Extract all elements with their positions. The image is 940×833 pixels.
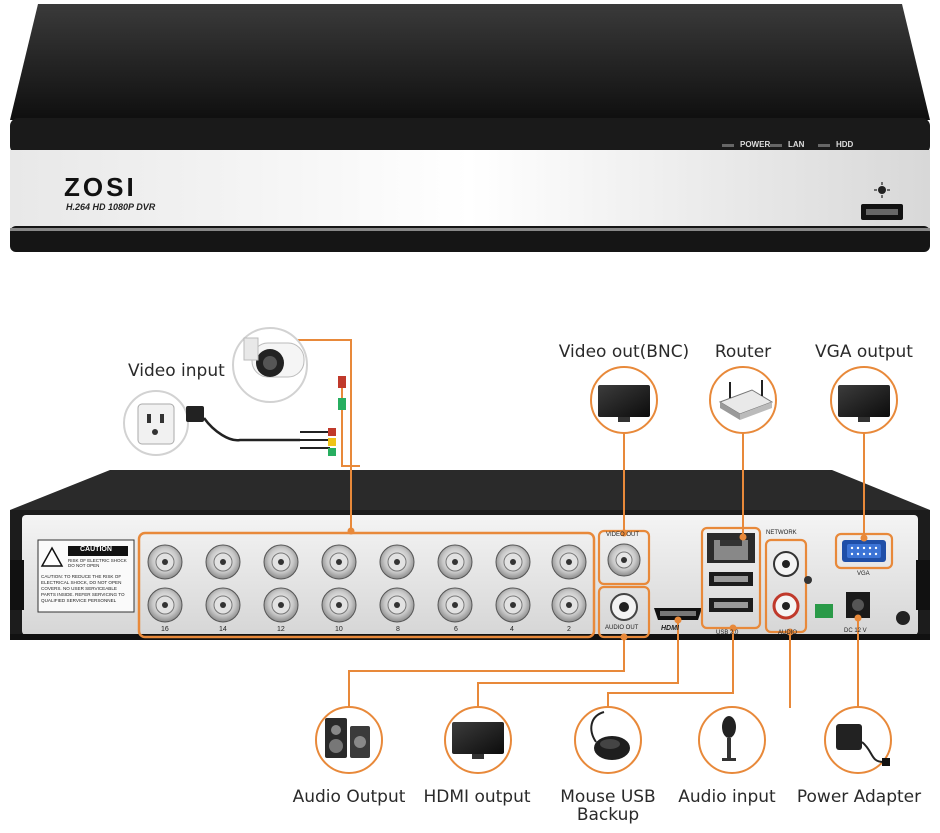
label-audio-output: Audio Output [292,787,406,807]
dc-port-label: DC 12 V [844,628,867,634]
channel-num-14: 14 [219,626,227,633]
usb-port-label: USB 2.0 [716,630,739,636]
bnc-video-input-port [551,544,587,580]
bnc-video-input-port [437,544,473,580]
channel-num-4: 4 [510,626,514,633]
bottom-callout-icons [315,706,892,774]
top-callout-icons [590,366,898,434]
label-power-adapter: Power Adapter [796,787,922,807]
label-vga-output: VGA output [815,342,913,362]
video-input-assembly [123,327,346,456]
bnc-video-input-port [263,544,299,580]
bnc-video-input-port [379,587,415,623]
bnc-video-input-port [147,544,183,580]
brand-logo: ZOSI [64,172,137,202]
bnc-video-input-port [147,587,183,623]
dvr-front-view [10,4,930,252]
audio-out-port-label: AUDIO OUT [605,625,639,631]
label-hdmi-output: HDMI output [423,787,531,807]
led-label-lan: LAN [788,140,805,149]
dvr-rear-view [10,470,930,640]
bnc-video-input-port [321,544,357,580]
caution-title: CAUTION [80,546,112,553]
label-video-out-bnc: Video out(BNC) [558,342,690,362]
caution-subtitle: RISK OF ELECTRIC SHOCK DO NOT OPEN [68,558,127,568]
network-port-label: NETWORK [766,530,797,536]
bnc-video-input-port [495,544,531,580]
label-audio-input: Audio input [678,787,776,807]
label-router: Router [714,342,772,362]
bnc-video-input-port [205,587,241,623]
label-mouse-usb-backup: Mouse USB Backup [560,787,656,825]
bnc-video-input-port [263,587,299,623]
channel-num-16: 16 [161,626,169,633]
channel-num-10: 10 [335,626,343,633]
bnc-video-input-port [205,544,241,580]
led-label-hdd: HDD [836,140,854,149]
channel-num-6: 6 [454,626,458,633]
connection-lines [298,339,865,708]
caution-text: CAUTION: TO REDUCE THE RISK OF ELECTRICA… [41,574,125,603]
vga-port-label: VGA [857,571,870,577]
channel-num-2: 2 [567,626,571,633]
hdmi-port-label: HDMI [661,625,679,632]
video-out-port-label: VIDEO OUT [606,532,640,538]
bnc-video-input-port [495,587,531,623]
channel-num-12: 12 [277,626,285,633]
led-label-power: POWER [740,140,771,149]
model-tag: H.264 HD 1080P DVR [66,202,156,212]
audio-in-port-label: AUDIO [778,630,798,636]
bnc-video-input-port [437,587,473,623]
channel-num-8: 8 [396,626,400,633]
bnc-video-input-port [379,544,415,580]
bnc-video-input-port [321,587,357,623]
bnc-video-input-port [551,587,587,623]
label-video-input: Video input [128,361,225,381]
